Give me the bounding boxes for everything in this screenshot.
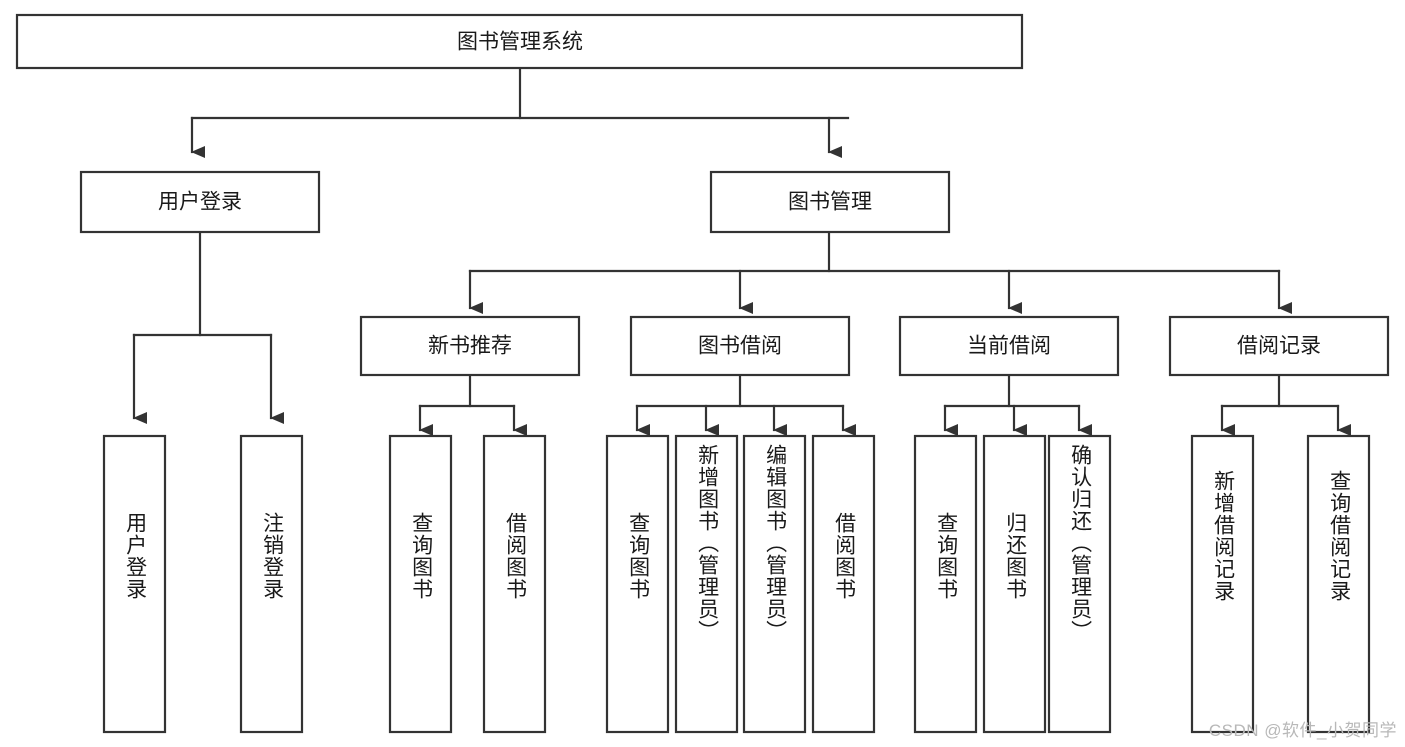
node-current-borrow-label: 当前借阅: [967, 335, 1051, 358]
node-book-borrow[interactable]: 图书借阅: [629, 315, 851, 377]
connector-book-manage-to-level2: [468, 231, 1292, 314]
node-borrow-record-label: 借阅记录: [1237, 335, 1321, 358]
node-root[interactable]: 图书管理系统: [15, 13, 1024, 70]
connector-root-to-level1: [190, 66, 850, 158]
node-book-borrow-label: 图书借阅: [698, 335, 782, 358]
leaf-box-edit-book[interactable]: [742, 434, 807, 734]
leaf-box-borrow-book-1[interactable]: [482, 434, 547, 734]
node-book-manage-label: 图书管理: [788, 191, 872, 214]
leaf-box-return-book[interactable]: [982, 434, 1047, 734]
leaf-box-user-logout[interactable]: [239, 434, 304, 734]
node-current-borrow[interactable]: 当前借阅: [898, 315, 1120, 377]
leaf-boxes: [102, 434, 1371, 734]
leaf-box-add-record[interactable]: [1190, 434, 1255, 734]
leaf-box-query-record[interactable]: [1306, 434, 1371, 734]
leaf-box-query-book-3[interactable]: [913, 434, 978, 734]
node-user-login[interactable]: 用户登录: [79, 170, 321, 234]
node-borrow-record[interactable]: 借阅记录: [1168, 315, 1390, 377]
leaf-box-add-book[interactable]: [674, 434, 739, 734]
node-user-login-label: 用户登录: [158, 191, 242, 214]
leaf-box-query-book-1[interactable]: [388, 434, 453, 734]
connector-user-login-to-leaves: [132, 231, 284, 424]
node-new-book-recommend[interactable]: 新书推荐: [359, 315, 581, 377]
node-new-book-recommend-label: 新书推荐: [428, 335, 512, 358]
leaf-box-borrow-book-2[interactable]: [811, 434, 876, 734]
leaf-box-confirm-return[interactable]: [1047, 434, 1112, 734]
csdn-watermark: CSDN @软件_小贺同学: [1208, 721, 1397, 740]
connector-new-book-recommend-to-leaves: [418, 373, 527, 436]
leaf-box-user-login[interactable]: [102, 434, 167, 734]
leaf-box-query-book-2[interactable]: [605, 434, 670, 734]
connector-current-borrow-to-leaves: [943, 373, 1092, 436]
node-book-manage[interactable]: 图书管理: [709, 170, 951, 234]
node-root-label: 图书管理系统: [457, 31, 583, 54]
connector-borrow-record-to-leaves: [1220, 373, 1351, 436]
connector-book-borrow-to-leaves: [635, 373, 856, 436]
